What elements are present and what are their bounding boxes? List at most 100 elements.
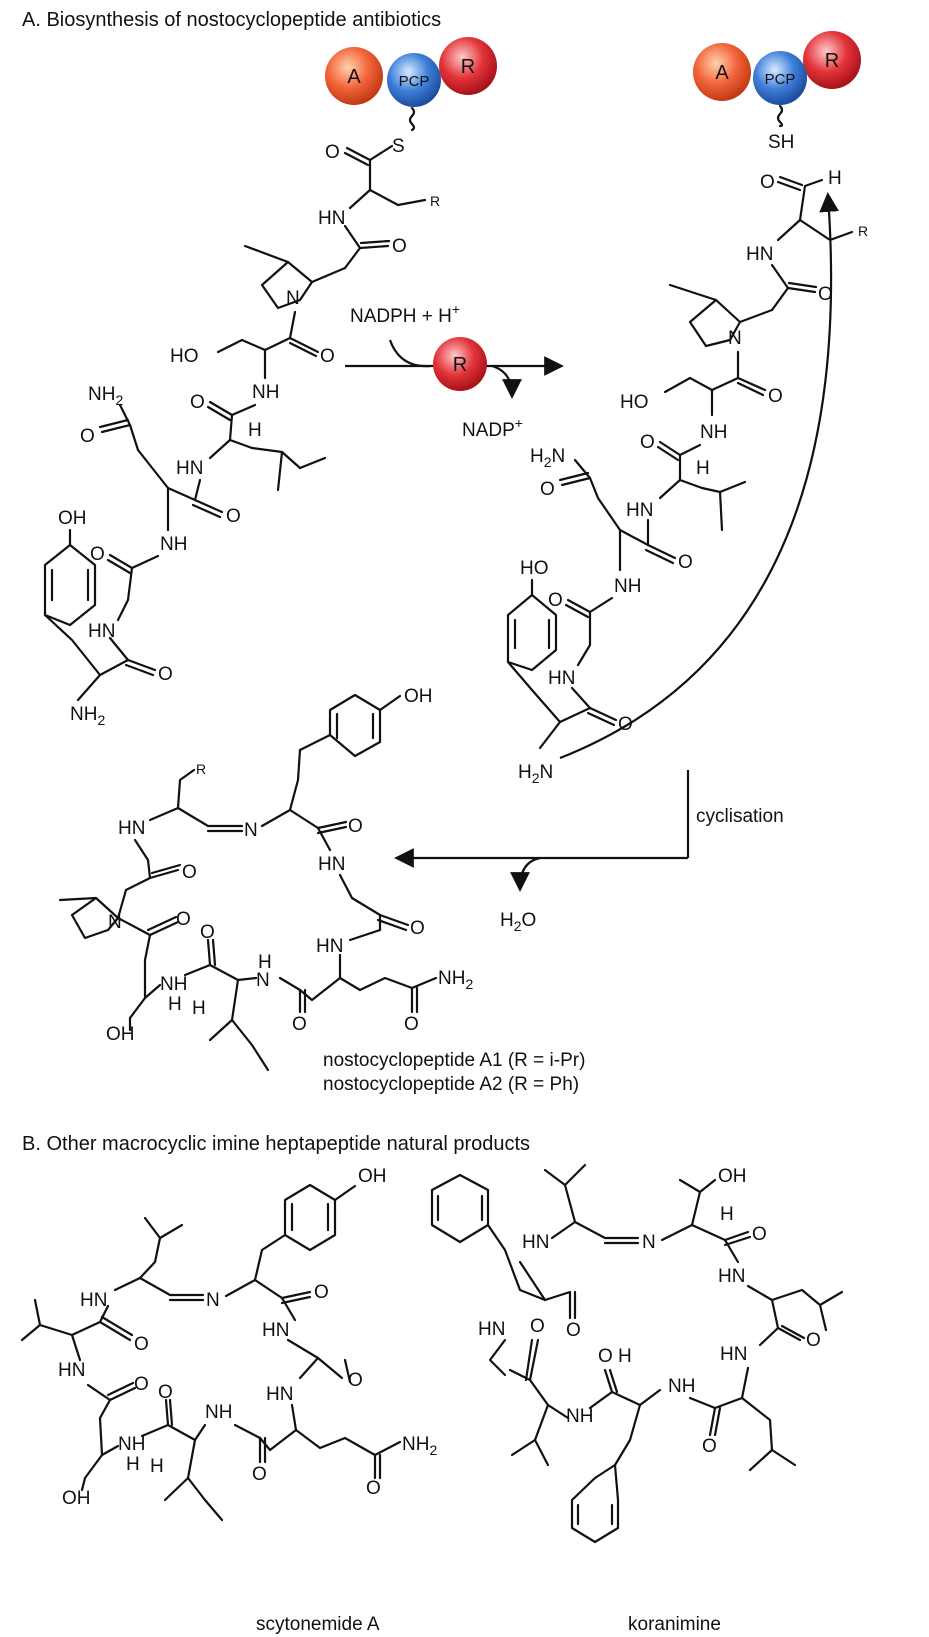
svg-text:NH: NH: [668, 1376, 695, 1397]
svg-text:O: O: [158, 1382, 173, 1403]
svg-text:O: O: [702, 1436, 717, 1457]
cyclisation-step: cyclisation H2O: [394, 770, 784, 934]
reduction-step: NADPH + H+ R NADP+: [345, 301, 564, 441]
section-b-heading: B. Other macrocyclic imine heptapeptide …: [22, 1133, 530, 1155]
svg-text:OH: OH: [58, 508, 87, 529]
svg-text:HN: HN: [262, 1320, 289, 1341]
adenylation-domain: [693, 43, 751, 101]
svg-text:NADPH + H+: NADPH + H+: [350, 301, 460, 327]
svg-text:A: A: [715, 62, 729, 84]
svg-text:R: R: [461, 56, 475, 78]
svg-text:R: R: [196, 761, 206, 777]
svg-text:SH: SH: [768, 132, 794, 153]
svg-text:NH: NH: [566, 1406, 593, 1427]
svg-text:HO: HO: [520, 558, 549, 579]
svg-text:O: O: [134, 1374, 149, 1395]
svg-text:H: H: [258, 952, 272, 973]
svg-text:O: O: [566, 1320, 581, 1341]
svg-text:HO: HO: [620, 392, 649, 413]
svg-text:O: O: [530, 1316, 545, 1337]
svg-text:O: O: [348, 816, 363, 837]
svg-text:O: O: [226, 506, 241, 527]
svg-text:H: H: [150, 1456, 164, 1477]
svg-text:HN: HN: [316, 936, 343, 957]
svg-text:NH2: NH2: [402, 1434, 437, 1458]
svg-text:R: R: [858, 223, 868, 239]
svg-text:HN: HN: [720, 1344, 747, 1365]
pcp-domain: [753, 51, 807, 105]
svg-text:H: H: [618, 1346, 632, 1367]
svg-text:HN: HN: [626, 500, 653, 521]
svg-text:NH: NH: [614, 576, 641, 597]
svg-text:HN: HN: [522, 1232, 549, 1253]
svg-text:HN: HN: [266, 1384, 293, 1405]
svg-text:O: O: [325, 142, 340, 163]
svg-text:O: O: [768, 386, 783, 407]
svg-text:R: R: [430, 193, 440, 209]
svg-text:HN: HN: [478, 1319, 505, 1340]
svg-text:NADP+: NADP+: [462, 415, 523, 441]
svg-text:O: O: [314, 1282, 329, 1303]
svg-text:HO: HO: [170, 346, 199, 367]
thioester-peptide: S O R HN O N O HO NH O H HN O O: [43, 136, 440, 728]
svg-text:HN: HN: [88, 621, 115, 642]
svg-text:O: O: [548, 590, 563, 611]
svg-text:O: O: [158, 664, 173, 685]
svg-text:H: H: [828, 168, 842, 189]
nostocyclopeptide-structure: R HN N OH O HN O HN O NH2 O H N H: [58, 686, 473, 1072]
svg-text:H2N: H2N: [518, 762, 553, 786]
svg-text:PCP: PCP: [765, 71, 796, 88]
svg-text:NH2: NH2: [88, 384, 123, 408]
svg-text:H: H: [168, 994, 182, 1015]
svg-text:NH: NH: [252, 382, 279, 403]
svg-text:HN: HN: [176, 458, 203, 479]
svg-text:O: O: [598, 1346, 613, 1367]
svg-text:O: O: [760, 172, 775, 193]
svg-text:HN: HN: [718, 1266, 745, 1287]
svg-text:O: O: [678, 552, 693, 573]
adenylation-domain: [325, 47, 383, 105]
aldehyde-peptide: O H R HN O N O HO NH O H HN O O: [506, 168, 868, 786]
section-a-heading: A. Biosynthesis of nostocyclopeptide ant…: [22, 9, 441, 31]
svg-text:H2N: H2N: [530, 446, 565, 470]
svg-text:OH: OH: [106, 1024, 135, 1045]
reductase-domain: [439, 37, 497, 95]
svg-text:N: N: [244, 820, 258, 841]
svg-text:NH: NH: [160, 534, 187, 555]
pcp-domain: [387, 53, 441, 107]
svg-text:O: O: [176, 909, 191, 930]
scytonemide-structure: HN N OH O HN O HN O NH2 O NH H O NH H OH: [20, 1166, 437, 1522]
svg-text:O: O: [404, 1014, 419, 1035]
svg-text:O: O: [392, 236, 407, 257]
svg-text:O: O: [90, 544, 105, 565]
svg-text:H2O: H2O: [500, 910, 536, 934]
svg-text:H: H: [696, 458, 710, 479]
svg-text:O: O: [806, 1330, 821, 1351]
svg-text:O: O: [618, 714, 633, 735]
svg-text:O: O: [410, 918, 425, 939]
reductase-enzyme: [433, 337, 487, 391]
svg-text:NH: NH: [160, 974, 187, 995]
svg-text:N: N: [256, 970, 270, 991]
svg-text:HN: HN: [548, 668, 575, 689]
scytonemide-caption: scytonemide A: [256, 1614, 380, 1635]
svg-text:O: O: [348, 1370, 363, 1391]
svg-text:N: N: [728, 328, 742, 349]
svg-text:N: N: [108, 912, 122, 933]
nostocyclopeptide-captions: nostocyclopeptide A1 (R = i-Pr) nostocyc…: [323, 1050, 585, 1095]
svg-text:O: O: [752, 1224, 767, 1245]
svg-text:NH: NH: [700, 422, 727, 443]
svg-text:N: N: [286, 288, 300, 309]
svg-text:S: S: [392, 136, 405, 157]
svg-text:O: O: [292, 1014, 307, 1035]
svg-text:HN: HN: [318, 854, 345, 875]
svg-text:N: N: [206, 1290, 220, 1311]
svg-text:O: O: [640, 432, 655, 453]
svg-text:PCP: PCP: [399, 73, 430, 90]
svg-text:O: O: [366, 1478, 381, 1499]
svg-text:A. Biosynthesis of nostocyclop: A. Biosynthesis of nostocyclopeptide ant…: [22, 9, 441, 31]
svg-text:H: H: [720, 1204, 734, 1225]
svg-text:O: O: [320, 346, 335, 367]
svg-text:OH: OH: [358, 1166, 387, 1187]
